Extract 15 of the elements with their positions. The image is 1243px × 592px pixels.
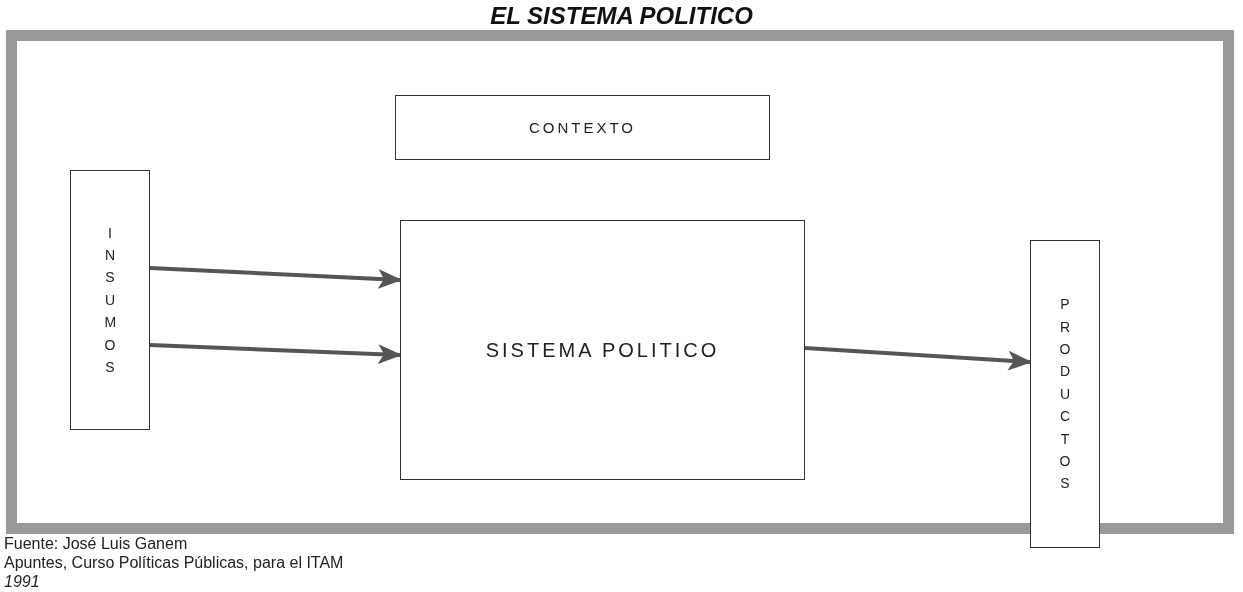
source-note: Apuntes, Curso Políticas Públicas, para el ITAM: [4, 554, 344, 572]
text-box: [400, 220, 805, 480]
arrow: [149, 343, 402, 365]
arrow: [804, 346, 1032, 371]
arrow: [149, 266, 402, 289]
text-box: [1030, 240, 1100, 548]
text-box: [70, 170, 150, 430]
box-label: INSUMOS: [104, 223, 116, 377]
source-note: 1991: [4, 573, 40, 591]
box-label: CONTEXTO: [528, 119, 637, 136]
source-note: Fuente: José Luis Ganem: [4, 535, 188, 553]
title: EL SISTEMA POLITICO: [489, 2, 754, 30]
box-label: PRODUCTOS: [1059, 295, 1071, 494]
text-box: [395, 95, 770, 160]
box-label: SISTEMA POLITICO: [485, 338, 720, 362]
